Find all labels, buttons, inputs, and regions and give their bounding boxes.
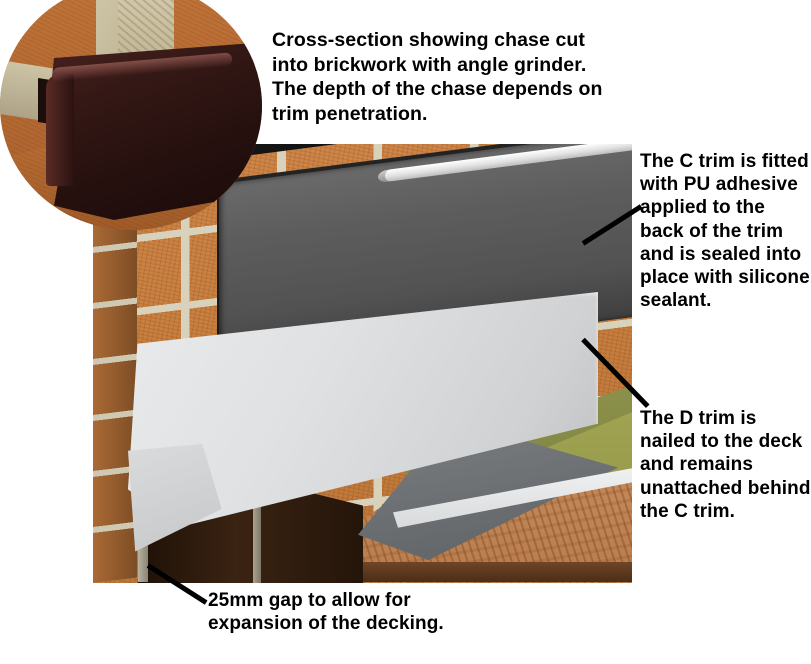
wall-batten-secondary <box>253 468 261 583</box>
cross-section-illustration <box>93 144 632 583</box>
brickwork-side-return <box>93 172 137 583</box>
d-trim-annotation: The D trim is nailed to the deck and rem… <box>640 408 811 522</box>
expansion-gap-caption: 25mm gap to allow for expansion of the d… <box>208 590 444 635</box>
decking-edge <box>343 562 632 582</box>
top-caption: Cross-section showing chase cut into bri… <box>272 29 603 125</box>
c-trim-annotation: The C trim is fitted with PU adhesive ap… <box>640 151 810 312</box>
inset-trim-fold <box>46 74 74 186</box>
circular-cross-section-detail <box>0 0 262 230</box>
